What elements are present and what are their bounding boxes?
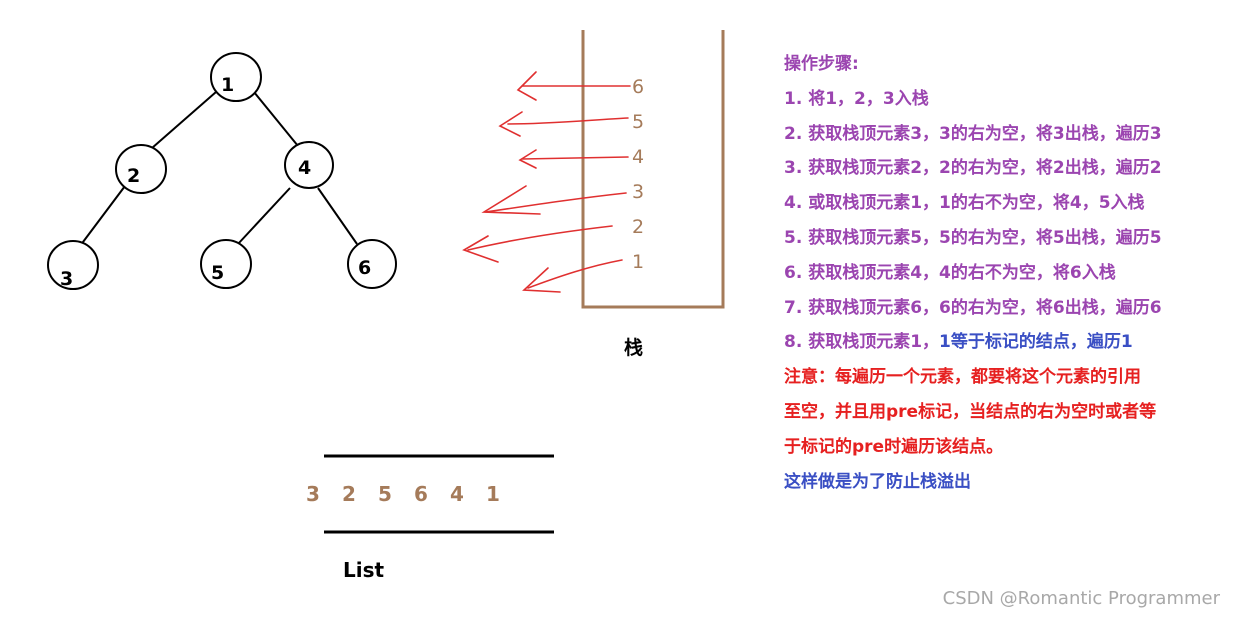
- arrow-4-shaft: [521, 156, 629, 160]
- arrow-6-head: [516, 71, 537, 101]
- arrow-5-head: [498, 111, 523, 137]
- edge-2-3: [79, 185, 126, 247]
- edge-1-4: [253, 91, 299, 147]
- list-value: 2: [342, 482, 356, 506]
- tree-node-label-2: 2: [127, 165, 140, 187]
- step-line: 2. 获取栈顶元素3，3的右为空，将3出栈，遍历3: [784, 123, 1162, 144]
- list-label: List: [343, 558, 385, 582]
- step-8-suffix: 1等于标记的结点，遍历1: [939, 332, 1133, 353]
- arrow-5-shaft: [507, 117, 629, 125]
- tree-edges: [79, 91, 358, 247]
- list-value: 4: [450, 482, 464, 506]
- steps-panel: 操作步骤: 1. 将1，2，3入栈 2. 获取栈顶元素3，3的右为空，将3出栈，…: [784, 52, 1232, 504]
- tree-node-5: [200, 239, 252, 289]
- tree-node-label-3: 3: [60, 268, 73, 290]
- arrow-3-head: [481, 185, 541, 215]
- pop-arrows: [462, 71, 631, 293]
- tree-node-label-5: 5: [211, 262, 224, 284]
- step-line-8: 8. 获取栈顶元素1，1等于标记的结点，遍历1: [784, 330, 1232, 365]
- tree-node-2: [115, 144, 167, 194]
- arrow-3-shaft: [485, 192, 627, 213]
- steps-heading: 操作步骤:: [784, 54, 859, 74]
- tree-node-3: [47, 240, 99, 290]
- step-line: 5. 获取栈顶元素5，5的右为空，将5出栈，遍历5: [784, 227, 1162, 248]
- list-values: 3 2 5 6 4 1: [306, 482, 522, 506]
- arrow-4-head: [518, 149, 537, 169]
- step-line: 6. 获取栈顶元素4，4的右不为空，将6入栈: [784, 262, 1116, 283]
- edge-4-5: [237, 187, 291, 245]
- watermark: CSDN @Romantic Programmer: [942, 588, 1220, 609]
- tree-node-6: [347, 239, 397, 289]
- footer-line: 这样做是为了防止栈溢出: [784, 471, 971, 492]
- step-line: 4. 或取栈顶元素1，1的右不为空，将4，5入栈: [784, 193, 1145, 214]
- step-8-prefix: 8. 获取栈顶元素1，: [784, 332, 940, 353]
- list-value: 3: [306, 482, 320, 506]
- arrow-2-shaft: [467, 225, 613, 251]
- stack-item-3: 3: [632, 181, 644, 203]
- edge-4-6: [317, 187, 358, 245]
- stack-item-2: 2: [632, 216, 644, 238]
- step-line: 7. 获取栈顶元素6，6的右为空，将6出栈，遍历6: [784, 297, 1162, 318]
- arrow-1-head: [522, 267, 561, 293]
- stack-item-1: 1: [632, 251, 644, 273]
- edge-1-2: [151, 91, 217, 149]
- list-value: 5: [378, 482, 392, 506]
- arrow-2-head: [462, 235, 499, 263]
- tree-node-1: [210, 52, 262, 102]
- list-value: 1: [486, 482, 500, 506]
- tree-node-label-6: 6: [358, 257, 371, 279]
- tree-node-label-1: 1: [221, 74, 234, 96]
- stack-item-6: 6: [632, 76, 644, 98]
- tree-node-label-4: 4: [298, 157, 311, 179]
- note-line: 至空，并且用pre标记，当结点的右为空时或者等: [784, 401, 1157, 422]
- note-line: 注意：每遍历一个元素，都要将这个元素的引用: [784, 367, 1141, 388]
- stack-container: [581, 30, 725, 309]
- step-line: 1. 将1，2，3入栈: [784, 88, 929, 109]
- step-line: 3. 获取栈顶元素2，2的右为空，将2出栈，遍历2: [784, 158, 1162, 179]
- arrow-1-shaft: [527, 259, 623, 289]
- stack-title: 栈: [624, 337, 644, 359]
- stack-item-5: 5: [632, 111, 644, 133]
- note-line: 于标记的pre时遍历该结点。: [784, 436, 1004, 457]
- stack-item-4: 4: [632, 146, 644, 168]
- tree-node-4: [284, 141, 334, 189]
- list-value: 6: [414, 482, 428, 506]
